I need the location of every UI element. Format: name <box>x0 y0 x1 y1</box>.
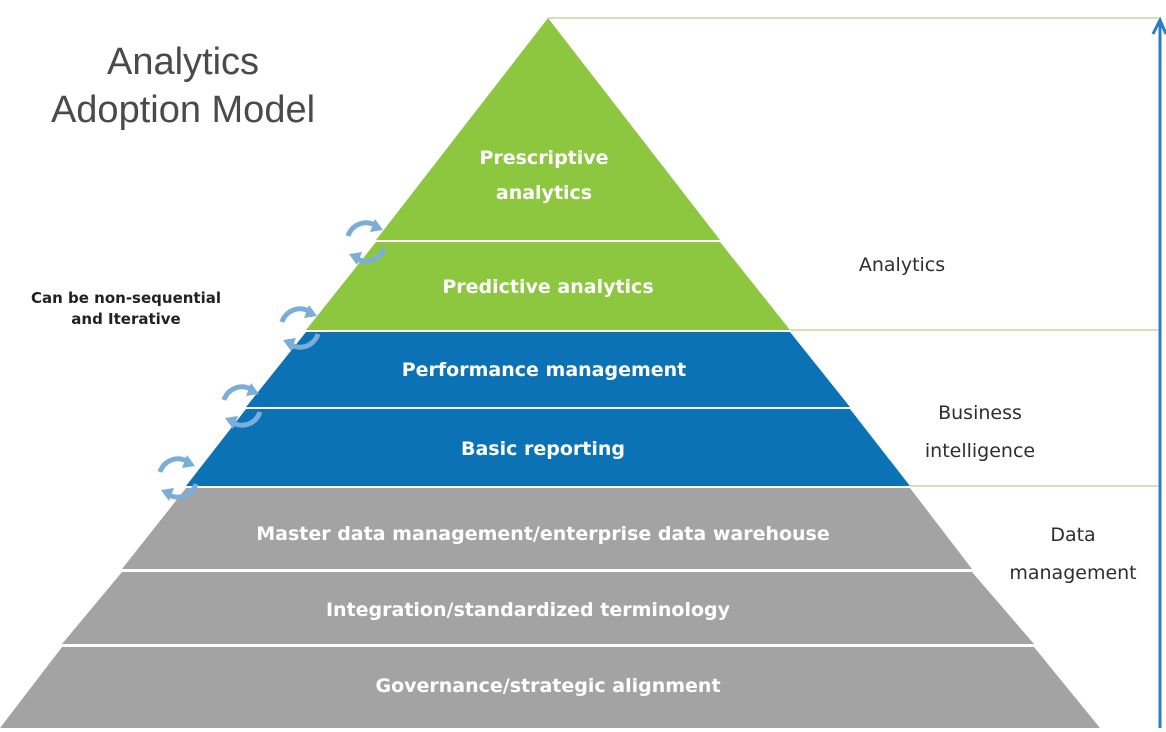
level-master-data-management <box>122 488 972 569</box>
iterative-cycle-icon <box>157 455 199 501</box>
group-label-dm-line-1: Data <box>1050 524 1096 546</box>
level-governance <box>0 647 1100 728</box>
level-label-predictive: Predictive analytics <box>442 276 653 298</box>
group-label-analytics-line-1: Analytics <box>858 254 946 276</box>
level-predictive-analytics <box>306 242 790 330</box>
level-label-prescriptive-1: Prescriptive <box>479 147 608 169</box>
level-integration <box>62 572 1034 644</box>
level-label-master-data: Master data management/enterprise data w… <box>256 523 830 545</box>
group-label-dm-line-2: management <box>1009 562 1137 584</box>
iterative-cycle-icon <box>221 383 263 429</box>
group-label-analytics: Analytics <box>832 246 972 284</box>
title-line-1: Analytics <box>106 41 260 83</box>
title-line-2: Adoption Model <box>50 89 316 131</box>
group-label-business-intelligence: Business intelligence <box>898 394 1062 470</box>
up-arrow-icon <box>1151 16 1166 728</box>
group-label-bi-line-1: Business <box>938 402 1022 424</box>
diagram-title: Analytics Adoption Model <box>18 38 348 134</box>
level-label-governance: Governance/strategic alignment <box>375 675 720 697</box>
level-label-prescriptive-2: analytics <box>496 182 592 204</box>
group-label-bi-line-2: intelligence <box>924 440 1036 462</box>
iterative-note: Can be non-sequential and Iterative <box>0 288 252 330</box>
level-label-integration: Integration/standardized terminology <box>326 599 731 621</box>
note-line-2: and Iterative <box>71 310 181 328</box>
level-performance-management <box>246 332 850 407</box>
level-basic-reporting <box>186 409 910 486</box>
note-line-1: Can be non-sequential <box>31 289 221 307</box>
group-label-data-management: Data management <box>990 516 1156 592</box>
iterative-cycle-icon <box>345 219 387 265</box>
level-label-performance: Performance management <box>402 359 687 381</box>
level-label-basic-reporting: Basic reporting <box>461 438 625 460</box>
level-prescriptive-analytics <box>376 18 720 240</box>
iterative-cycle-icon <box>279 305 321 351</box>
